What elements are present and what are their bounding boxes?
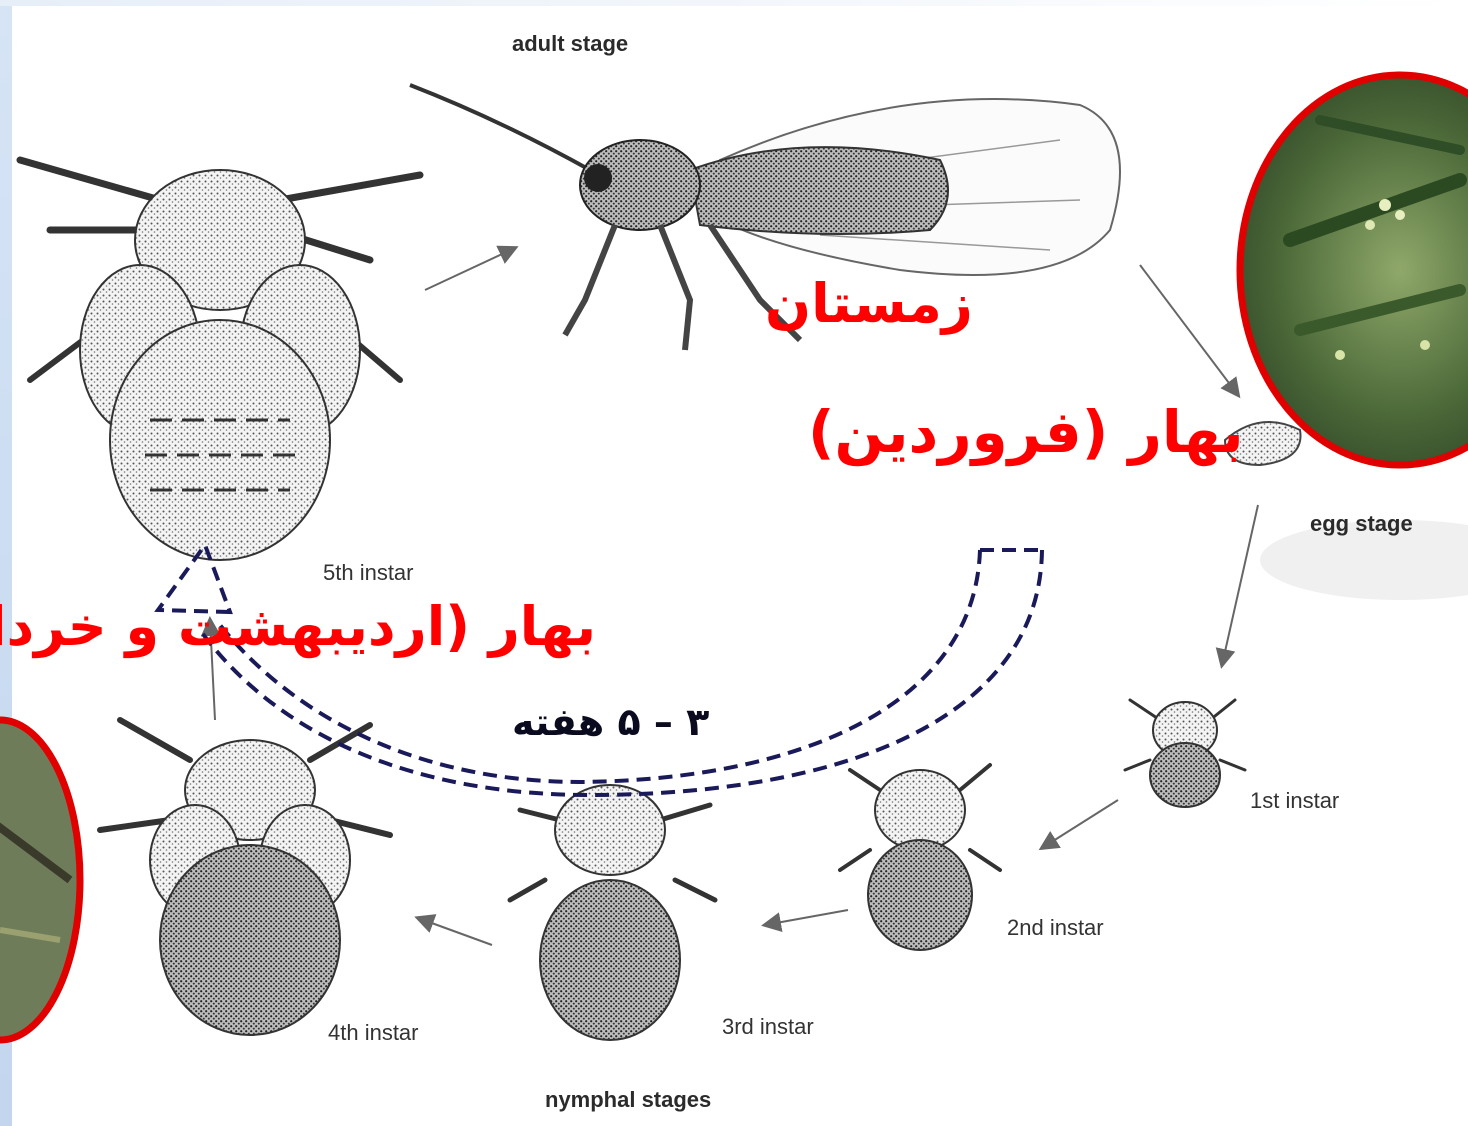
arrow-3rd-to-4th	[418, 918, 492, 945]
instar-4-label: 4th instar	[328, 1020, 419, 1046]
nymph-5th-instar-illustration	[20, 160, 420, 560]
arrow-2nd-to-3rd	[765, 910, 848, 925]
nymph-2nd-instar-illustration	[840, 765, 1000, 950]
arrow-5th-to-adult	[425, 248, 515, 290]
duration-label: ۳ – ۵ هفته	[512, 700, 709, 744]
instar-3-label: 3rd instar	[722, 1014, 814, 1040]
arrow-adult-to-egg	[1140, 265, 1238, 395]
instar-5-label: 5th instar	[323, 560, 414, 586]
nymph-3rd-instar-illustration	[510, 785, 715, 1040]
arrow-egg-to-1st	[1222, 505, 1258, 665]
nymph-4th-instar-illustration	[100, 720, 390, 1035]
instar-1-label: 1st instar	[1250, 788, 1339, 814]
egg-stage-label: egg stage	[1310, 511, 1413, 537]
season-winter-label: زمستان	[765, 272, 973, 335]
instar-2-label: 2nd instar	[1007, 915, 1104, 941]
nymphal-stages-label: nymphal stages	[545, 1087, 711, 1113]
olive-branch-photo-left	[0, 720, 80, 1040]
arrow-1st-to-2nd	[1042, 800, 1118, 848]
season-spring-farvardin-label: بهار (فروردین)	[808, 398, 1244, 466]
adult-stage-label: adult stage	[512, 31, 628, 57]
nymph-1st-instar-illustration	[1125, 700, 1245, 807]
olive-branch-photo-right	[1240, 75, 1468, 465]
season-spring-ordibehesht-khordad-label: بهار (اردیبهشت و خرداد	[0, 595, 596, 658]
